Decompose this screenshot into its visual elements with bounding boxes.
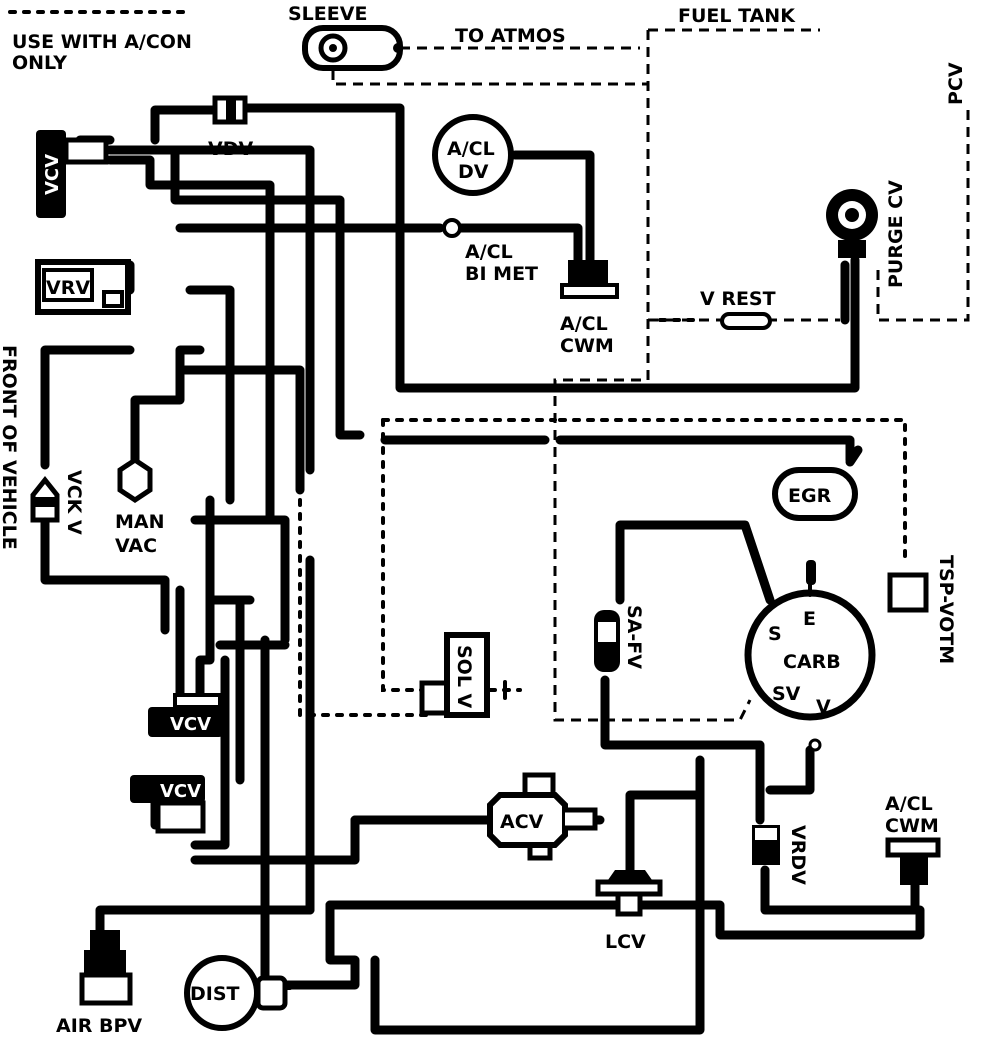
pcv-label: PCV <box>945 62 967 105</box>
v-rest-label: V REST <box>700 288 776 310</box>
legend-title: USE WITH A/CON <box>12 31 192 53</box>
vcv-top-label: VCV <box>42 154 63 195</box>
vck-v-label: VCK V <box>63 470 85 535</box>
man-vac-label-2: VAC <box>115 535 157 557</box>
sleeve-component: SLEEVE <box>288 3 403 71</box>
vck-v-component: VCK V <box>30 470 85 535</box>
carb-port-s: S <box>768 623 782 645</box>
sleeve-label: SLEEVE <box>288 3 367 25</box>
legend-title-2: ONLY <box>12 52 67 74</box>
sol-v-label: SOL V <box>453 645 475 709</box>
vrv-component: VRV <box>35 259 131 315</box>
acl-cwm-right-label-2: CWM <box>885 815 939 837</box>
acv-label: ACV <box>500 811 544 833</box>
carb-component: CARB E S SV V <box>744 560 876 752</box>
man-vac-component: MAN VAC <box>115 438 165 557</box>
air-bpv-component: AIR BPV <box>56 930 142 1037</box>
acl-cwm-upper-component: A/CL CWM <box>560 260 619 357</box>
egr-label: EGR <box>788 485 832 507</box>
acl-bimet-component: A/CL BI MET <box>442 218 538 285</box>
vcv-low-component: VCV <box>130 775 206 834</box>
legend: USE WITH A/CON ONLY <box>8 10 192 74</box>
acl-cwm-right-component: A/CL CWM <box>885 793 941 885</box>
front-of-vehicle-label: FRONT OF VEHICLE <box>0 345 20 550</box>
acl-bimet-label-2: BI MET <box>465 263 538 285</box>
lcv-label: LCV <box>605 931 646 953</box>
vcv-low-label: VCV <box>160 781 201 802</box>
acl-dv-component: A/CL DV <box>432 114 514 196</box>
carb-port-sv: SV <box>772 683 801 705</box>
acl-dv-label-2: DV <box>458 161 489 183</box>
carb-label: CARB <box>783 651 841 673</box>
vrdv-component: VRDV <box>752 825 809 885</box>
dashed-lines <box>331 28 970 722</box>
tsp-votm-component: TSP-VOTM <box>887 555 957 664</box>
acl-cwm-upper-label-2: CWM <box>560 335 614 357</box>
vdv-component: VDV <box>208 95 253 160</box>
to-atmos-label: TO ATMOS <box>455 25 566 47</box>
sa-fv-label: SA-FV <box>623 605 645 669</box>
acl-cwm-right-label-1: A/CL <box>885 793 933 815</box>
dist-component: DIST <box>184 955 288 1031</box>
acl-bimet-label-1: A/CL <box>465 241 513 263</box>
acl-cwm-upper-label-1: A/CL <box>560 313 608 335</box>
acl-dv-label-1: A/CL <box>447 138 495 160</box>
vdv-label: VDV <box>208 138 253 160</box>
dotted-hoses <box>283 318 907 990</box>
sa-fv-component: SA-FV <box>594 605 645 672</box>
carb-port-e: E <box>803 608 816 630</box>
vrdv-label: VRDV <box>787 825 809 885</box>
purge-cv-label: PURGE CV <box>885 180 907 288</box>
lcv-component: LCV <box>595 870 663 953</box>
fuel-tank-label: FUEL TANK <box>678 5 796 27</box>
dist-label: DIST <box>190 983 240 1005</box>
sol-v-component: SOL V <box>419 632 507 718</box>
carb-port-v: V <box>816 696 831 718</box>
vrv-label: VRV <box>46 277 90 299</box>
egr-component: EGR <box>772 445 863 521</box>
thick-hoses <box>40 103 925 1035</box>
acv-component: ACV <box>487 772 598 861</box>
v-rest-component: V REST <box>700 288 776 330</box>
vcv-top-component: VCV <box>36 130 109 218</box>
tsp-votm-label: TSP-VOTM <box>935 555 957 664</box>
air-bpv-label: AIR BPV <box>56 1015 142 1037</box>
purge-cv-component: PURGE CV <box>826 180 907 288</box>
vcv-mid-component: VCV <box>148 693 223 737</box>
vcv-mid-label: VCV <box>170 714 211 735</box>
man-vac-label-1: MAN <box>115 511 165 533</box>
